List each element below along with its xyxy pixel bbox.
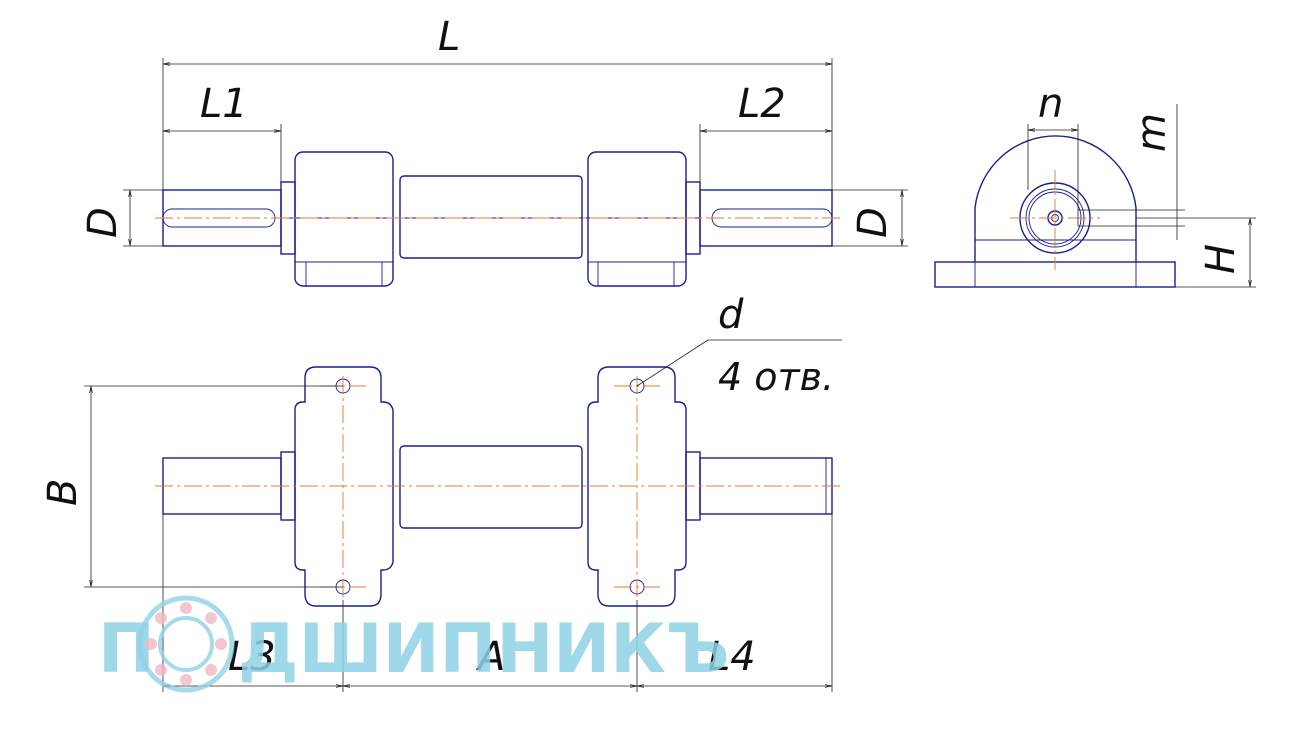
watermark-text: ДШИПНИКЪ <box>238 610 730 689</box>
plan-right-housing <box>587 366 687 607</box>
label-L1: L1 <box>200 81 248 127</box>
label-B: B <box>40 479 86 506</box>
label-holes-count: 4 отв. <box>718 355 834 399</box>
leader-d <box>636 339 709 387</box>
bearing-logo-icon <box>137 595 235 693</box>
left-housing <box>294 151 394 287</box>
front-view: L L1 L2 D D <box>80 14 908 287</box>
label-L2: L2 <box>738 81 786 127</box>
plan-left-housing <box>294 366 394 607</box>
label-A: A <box>475 634 505 680</box>
right-housing <box>587 151 687 287</box>
side-view: n m H <box>934 81 1256 288</box>
middle-tube <box>399 175 583 259</box>
side-housing <box>974 135 1137 262</box>
plan-view: B d 4 отв. L3 A L4 <box>40 292 842 692</box>
watermark: П ДШИПНИКЪ <box>98 595 730 693</box>
label-D-left: D <box>80 207 126 238</box>
label-d: d <box>718 292 744 338</box>
plan-middle-tube <box>399 445 583 529</box>
label-D-right: D <box>850 207 896 238</box>
label-L3: L3 <box>228 634 276 680</box>
label-L: L <box>438 14 460 60</box>
label-m: m <box>1129 113 1175 152</box>
label-L4: L4 <box>708 634 756 680</box>
label-H: H <box>1198 244 1244 274</box>
label-n: n <box>1038 81 1063 127</box>
